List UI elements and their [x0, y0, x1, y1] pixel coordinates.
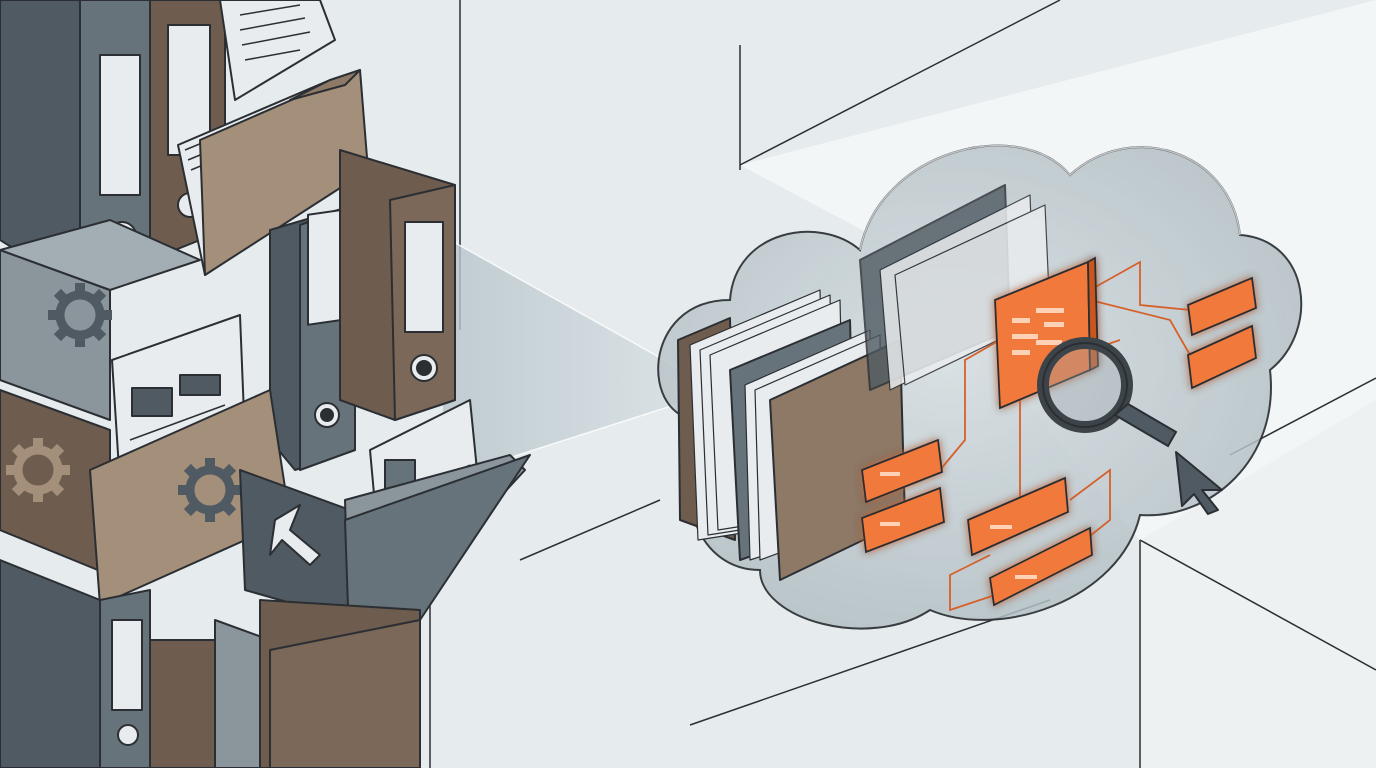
storage-box — [239, 469, 351, 621]
data-node-icon — [861, 438, 943, 504]
folder-icon — [677, 184, 1051, 581]
data-node-icon — [994, 256, 1099, 410]
binder-icon — [149, 619, 271, 768]
background-guide-lines — [429, 0, 1376, 768]
document-icon — [219, 0, 336, 101]
folder-icon — [259, 599, 421, 768]
data-node-icon — [1187, 324, 1257, 390]
nodes — [861, 256, 1257, 607]
magnifier-icon — [1037, 337, 1178, 448]
storage-box — [0, 219, 201, 421]
binder-icon — [0, 0, 151, 291]
data-node-icon — [989, 526, 1093, 607]
background-floor-band — [1140, 400, 1376, 768]
cloud-file-stack — [677, 184, 1051, 581]
binder-icon — [269, 204, 356, 471]
cursor-icon — [269, 504, 321, 566]
data-node-icon — [967, 476, 1069, 557]
transfer-beam — [440, 240, 700, 480]
data-node-icon — [1187, 276, 1257, 337]
binder-icon — [0, 559, 151, 768]
folder-icon — [177, 69, 369, 276]
document-stack — [0, 0, 531, 768]
data-network — [861, 256, 1257, 612]
data-node-icon — [861, 486, 945, 554]
binder-icon — [339, 149, 456, 421]
cursor-icon — [1175, 451, 1223, 515]
